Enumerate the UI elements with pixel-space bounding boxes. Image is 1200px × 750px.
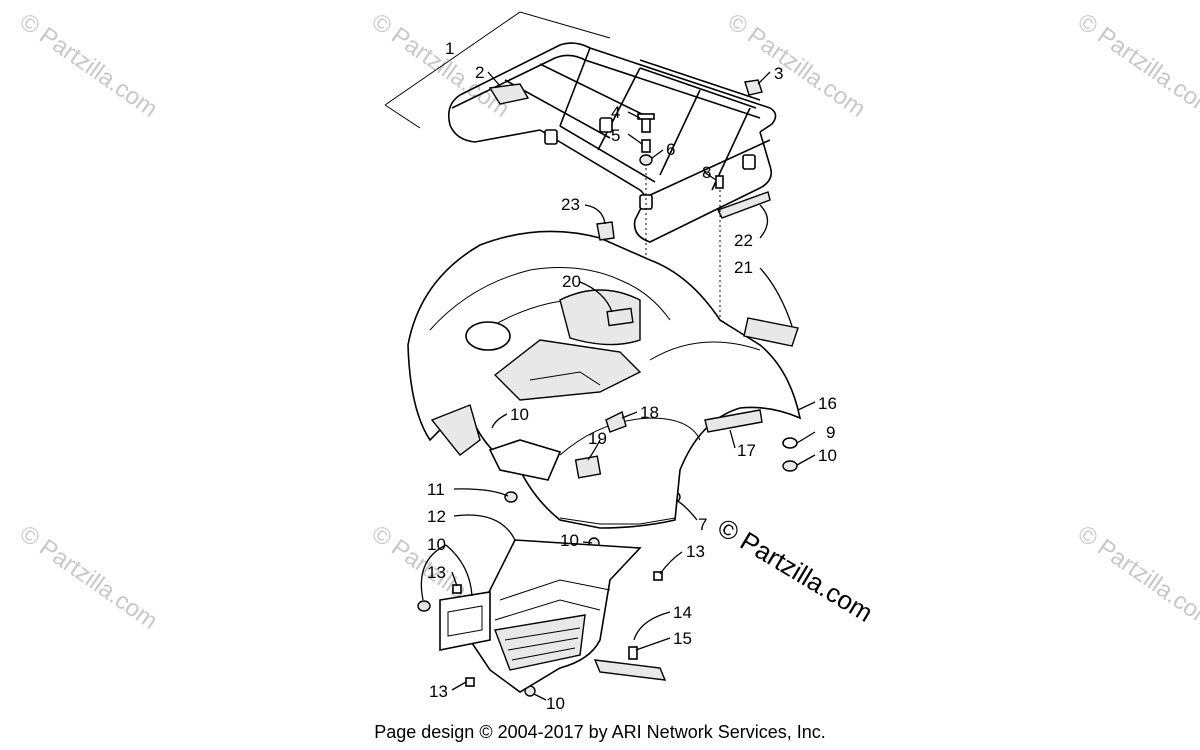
bolt-4	[641, 117, 651, 133]
nut-3	[744, 79, 763, 96]
callout-numbers: 1 2 3 4 5 6 8 23 22 21 20 18 19 16 9 10 …	[427, 39, 837, 713]
nut-10	[782, 460, 798, 472]
callout-10-bottom: 10	[546, 694, 565, 713]
callout-12: 12	[427, 507, 446, 526]
nut-10	[417, 600, 431, 612]
washer-9	[782, 437, 798, 449]
callout-13-bottom: 13	[429, 682, 448, 701]
decal-21	[743, 317, 799, 347]
callout-2: 2	[475, 63, 484, 82]
rack-foot	[639, 194, 653, 210]
callout-5: 5	[611, 126, 620, 145]
footwell-panel	[439, 539, 642, 693]
callout-9: 9	[826, 423, 835, 442]
callout-13-right: 13	[686, 542, 705, 561]
callout-19: 19	[588, 429, 607, 448]
callout-17: 17	[737, 441, 756, 460]
bolt-head-4	[637, 113, 655, 120]
callout-18: 18	[640, 403, 659, 422]
rear-rack	[384, 11, 777, 243]
callout-4: 4	[611, 103, 620, 122]
bolt-8	[715, 175, 724, 189]
rack-foot	[544, 129, 558, 145]
rack-decal	[717, 191, 771, 219]
callout-20: 20	[562, 272, 581, 291]
leader-lines	[420, 71, 816, 701]
callout-14: 14	[673, 603, 692, 622]
callout-21: 21	[734, 258, 753, 277]
decal-23	[596, 221, 615, 241]
callout-23: 23	[561, 195, 580, 214]
callout-10-center: 10	[560, 531, 579, 550]
callout-15: 15	[673, 629, 692, 648]
spacer-5	[641, 139, 651, 153]
screw-15	[628, 646, 638, 660]
callout-11: 11	[427, 480, 445, 499]
callout-22: 22	[734, 231, 753, 250]
rack-foot	[742, 154, 756, 170]
callout-8: 8	[702, 163, 711, 182]
screw-13	[653, 571, 663, 581]
callout-3: 3	[774, 64, 783, 83]
callout-13-left: 13	[427, 563, 446, 582]
footer-credit: Page design © 2004-2017 by ARI Network S…	[374, 722, 826, 742]
screw-13	[465, 677, 475, 687]
callout-16: 16	[818, 394, 837, 413]
callout-10-right: 10	[818, 446, 837, 465]
callout-10-fender: 10	[510, 405, 529, 424]
callout-10-left: 10	[427, 535, 446, 554]
grommet-6	[639, 154, 653, 166]
callout-7: 7	[698, 515, 707, 534]
callout-1: 1	[445, 39, 454, 58]
grommet-11	[504, 491, 518, 503]
rack-bracket	[488, 83, 530, 105]
screw-13	[452, 584, 462, 594]
rack-foot	[599, 117, 613, 133]
step-plate	[593, 659, 667, 681]
callout-6: 6	[666, 140, 675, 159]
rear-fender	[407, 230, 802, 529]
